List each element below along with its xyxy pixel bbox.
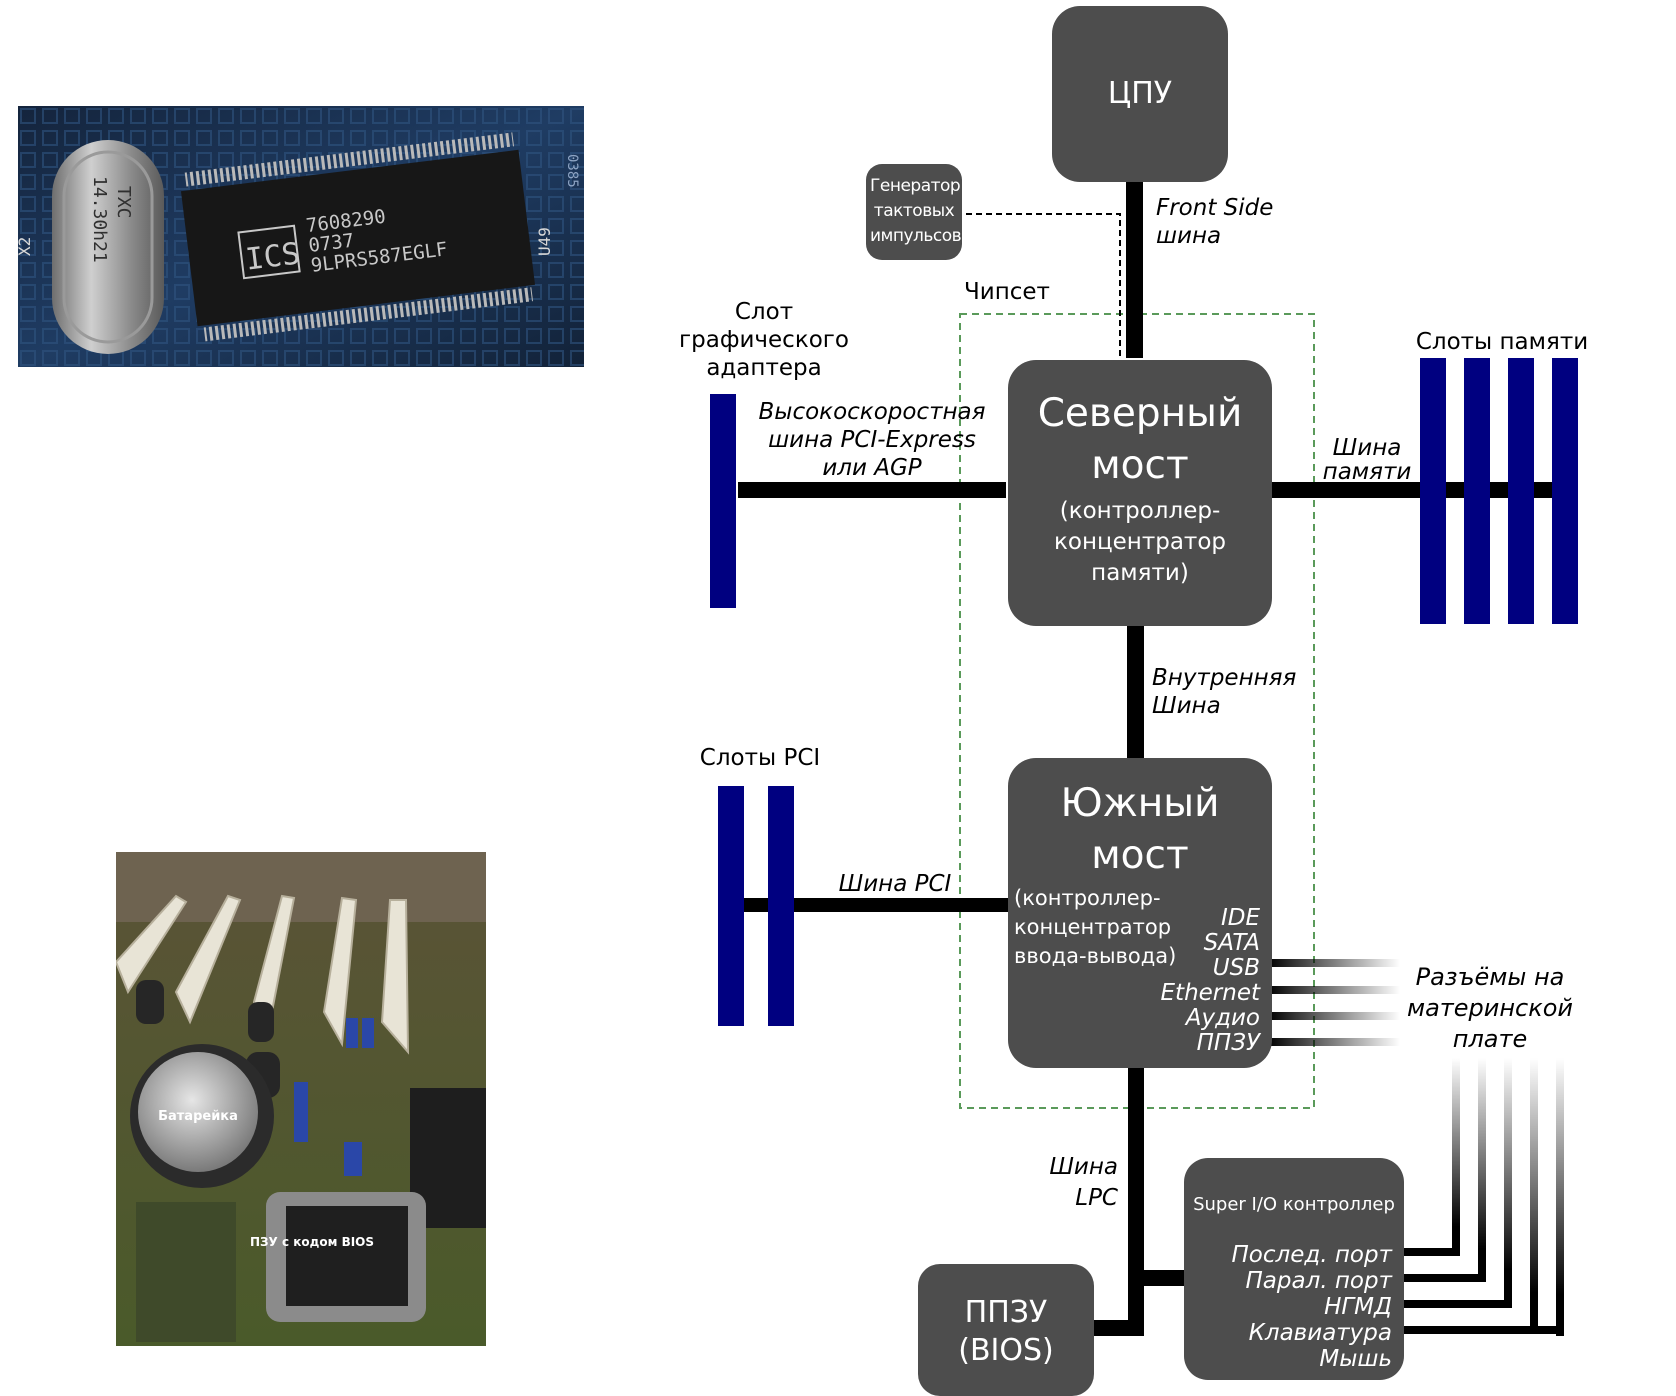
- southbridge-box: Южный мост (контроллер-концентратор ввод…: [1008, 758, 1272, 1068]
- memory-bus-label: Шина памяти: [1322, 435, 1412, 485]
- graphics-bus-label: Высокоскоростная шина PCI-Express или AG…: [758, 399, 986, 481]
- memory-slot-2: [1464, 358, 1490, 624]
- port-serial: Послед. порт: [1231, 1242, 1393, 1268]
- motherboard-photo: Батарейка ПЗУ с кодом BIOS: [116, 852, 486, 1346]
- bios-rom-label: ПЗУ с кодом BIOS: [250, 1235, 374, 1249]
- memory-slot-3: [1508, 358, 1534, 624]
- port-parallel: Парал. порт: [1245, 1268, 1392, 1294]
- u49-text: U49: [535, 227, 554, 256]
- pci-slots-label: Слоты PCI: [699, 745, 821, 771]
- lpc-to-superio: [1144, 1270, 1184, 1286]
- onboard-connectors-label: Разъёмы на материнской плате: [1406, 963, 1574, 1053]
- port-ethernet: Ethernet: [1160, 980, 1260, 1006]
- superio-box: Super I/O контроллер Послед. порт Парал.…: [1184, 1158, 1404, 1380]
- lpc-bus-label: Шина LPC: [1049, 1154, 1118, 1211]
- port-mouse: Мышь: [1319, 1346, 1392, 1372]
- onboard-line-3: [1268, 1012, 1400, 1020]
- superio-port-lines: [1396, 1248, 1564, 1334]
- internal-bus: [1127, 622, 1144, 758]
- graphics-slot-label: Слот графического адаптера: [679, 299, 849, 381]
- board-code-text: 0385: [564, 154, 580, 188]
- battery-label: Батарейка: [158, 1109, 238, 1124]
- superio-ports: Послед. порт Парал. порт НГМД Клавиатура…: [1232, 1242, 1393, 1372]
- memory-slots-label: Слоты памяти: [1415, 329, 1589, 355]
- port-rom: ППЗУ: [1196, 1030, 1260, 1056]
- graphics-bus: [738, 482, 1006, 498]
- crystal-freq-text: 14.30h21: [89, 176, 110, 263]
- northbridge-title: Северный мост: [1037, 391, 1243, 488]
- port-usb: USB: [1212, 955, 1260, 981]
- northbridge-box: Северный мост (контроллер-концентратор п…: [1008, 360, 1272, 626]
- lpc-to-bios: [1090, 1320, 1144, 1336]
- x2-text: X2: [18, 237, 34, 256]
- port-ide: IDE: [1220, 905, 1260, 931]
- southbridge-subtitle: (контроллер-концентратор ввода-вывода): [1014, 886, 1177, 968]
- pci-slot-1: [718, 786, 744, 1026]
- clock-generator-box: Генератор тактовых импульсов: [866, 164, 962, 260]
- port-floppy: НГМД: [1324, 1294, 1392, 1320]
- internal-bus-label: Внутренняя Шина: [1152, 665, 1297, 719]
- bios-label: ППЗУ (BIOS): [958, 1295, 1054, 1368]
- cpu-box: ЦПУ: [1052, 6, 1228, 182]
- clock-chip-photo: X2 TXC 14.30h21 ICS 7608290 0737 9LPRS58…: [18, 106, 584, 367]
- clock-chip-image: X2 TXC 14.30h21 ICS 7608290 0737 9LPRS58…: [18, 106, 584, 367]
- port-sata: SATA: [1203, 930, 1260, 956]
- pci-bus: [740, 898, 1008, 912]
- bios-box: ППЗУ (BIOS): [918, 1264, 1094, 1396]
- pci-slot-2: [768, 786, 794, 1026]
- onboard-line-2: [1268, 986, 1400, 994]
- southbridge-title: Южный мост: [1060, 781, 1220, 878]
- northbridge-subtitle: (контроллер-концентратор памяти): [1053, 498, 1226, 586]
- memory-slot-4: [1552, 358, 1578, 624]
- port-audio: Аудио: [1185, 1005, 1260, 1031]
- southbridge-ports: IDE SATA USB Ethernet Аудио ППЗУ: [1161, 906, 1260, 1056]
- front-side-bus: [1126, 178, 1143, 358]
- fsb-label: Front Side шина: [1156, 195, 1274, 249]
- chip-logo-text: ICS: [244, 236, 302, 277]
- clock-generator-label: Генератор тактовых импульсов: [870, 176, 962, 246]
- chipset-label: Чипсет: [964, 279, 1050, 305]
- memory-slot-1: [1420, 358, 1446, 624]
- onboard-line-1: [1268, 959, 1400, 967]
- lpc-bus: [1128, 1066, 1144, 1336]
- motherboard-image: Батарейка ПЗУ с кодом BIOS: [116, 852, 486, 1346]
- cpu-label: ЦПУ: [1107, 76, 1173, 111]
- crystal-brand-text: TXC: [113, 186, 134, 219]
- onboard-line-4: [1268, 1038, 1400, 1046]
- superio-title: Super I/O контроллер: [1193, 1194, 1395, 1215]
- superio-lines: [1452, 1058, 1564, 1336]
- graphics-slot: [710, 394, 736, 608]
- pci-bus-label: Шина PCI: [838, 871, 952, 897]
- port-keyboard: Клавиатура: [1248, 1320, 1392, 1346]
- clock-line: [956, 213, 1121, 358]
